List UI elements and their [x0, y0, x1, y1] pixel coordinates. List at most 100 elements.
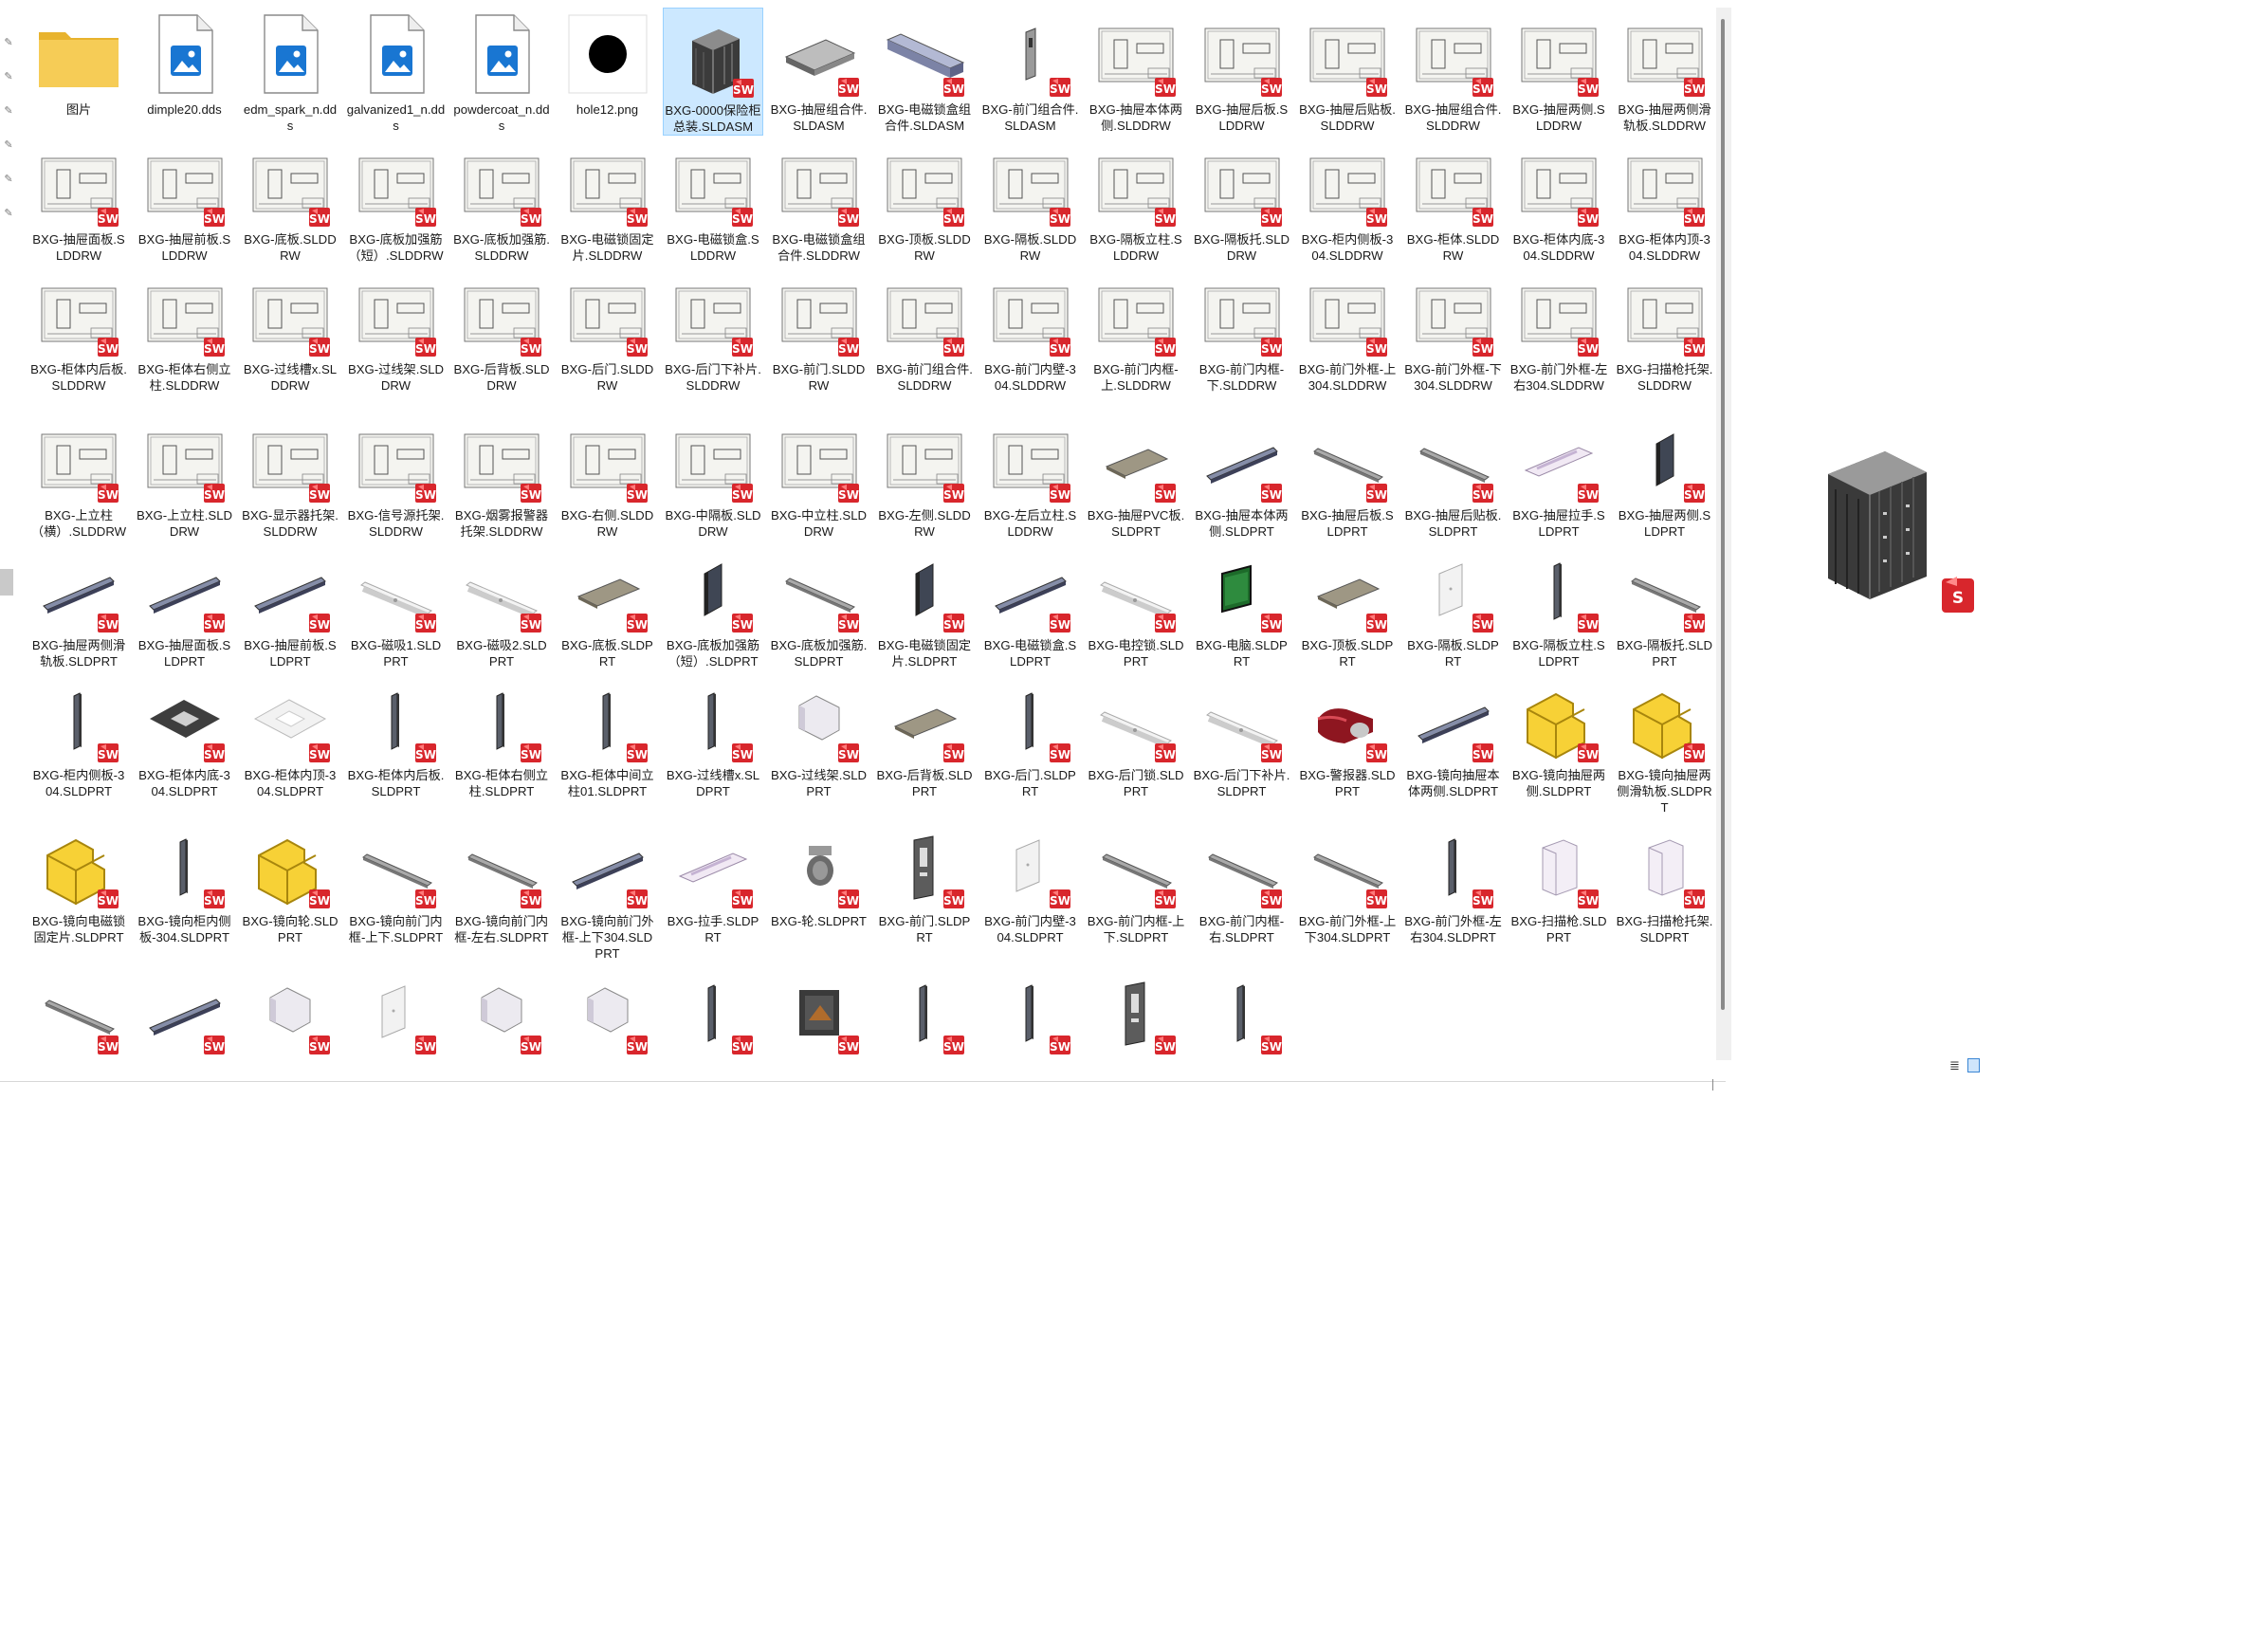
file-item[interactable]: galvanized1_n.dds [346, 8, 447, 136]
file-item[interactable]: SW [769, 965, 869, 1093]
scrollbar-thumb[interactable] [1721, 19, 1725, 1010]
file-item[interactable]: SW [663, 965, 763, 1093]
file-item[interactable]: dimple20.dds [135, 8, 235, 136]
file-item[interactable]: SW [451, 965, 552, 1093]
file-item[interactable]: edm_spark_n.dds [240, 8, 340, 136]
pin-icon[interactable]: ✎ [4, 207, 13, 219]
details-view-icon[interactable]: ≣ [1949, 1058, 1960, 1072]
pin-icon[interactable]: ✎ [4, 138, 13, 151]
file-item[interactable]: SW [346, 965, 447, 1093]
navigation-pane-marker[interactable] [0, 569, 13, 596]
file-item[interactable]: hole12.png [558, 8, 658, 136]
file-item[interactable]: SW [980, 965, 1081, 1093]
pin-icon[interactable]: ✎ [4, 70, 13, 82]
file-item[interactable]: 图片 [28, 8, 129, 136]
file-item[interactable]: SW [135, 965, 235, 1093]
file-item[interactable]: SW [1086, 965, 1186, 1093]
pin-icon[interactable]: ✎ [4, 36, 13, 48]
